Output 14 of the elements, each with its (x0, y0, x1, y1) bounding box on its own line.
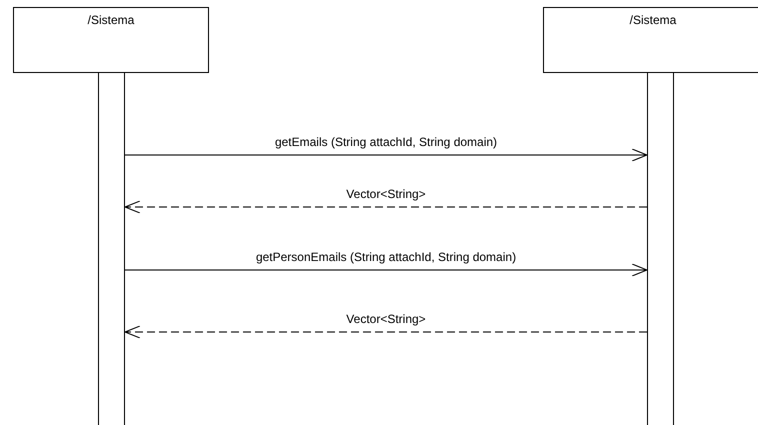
activation-bar (647, 72, 674, 425)
edge-label: Vector<String> (344, 312, 428, 326)
lifeline-header-box (13, 7, 209, 73)
message-arrow (124, 264, 648, 276)
edge-label: Vector<String> (344, 187, 428, 201)
edge-label: getPersonEmails (String attachId, String domain) (254, 250, 518, 264)
lifeline-name: /Sistema (88, 13, 134, 27)
return-arrow (124, 326, 648, 338)
edge-label: getEmails (String attachId, String domain) (272, 135, 500, 149)
message-arrow (124, 148, 648, 162)
lifeline-name: /Sistema (630, 13, 676, 27)
activation-bar (98, 72, 125, 425)
return-arrow (124, 200, 648, 214)
lifeline-header-box (543, 7, 758, 73)
